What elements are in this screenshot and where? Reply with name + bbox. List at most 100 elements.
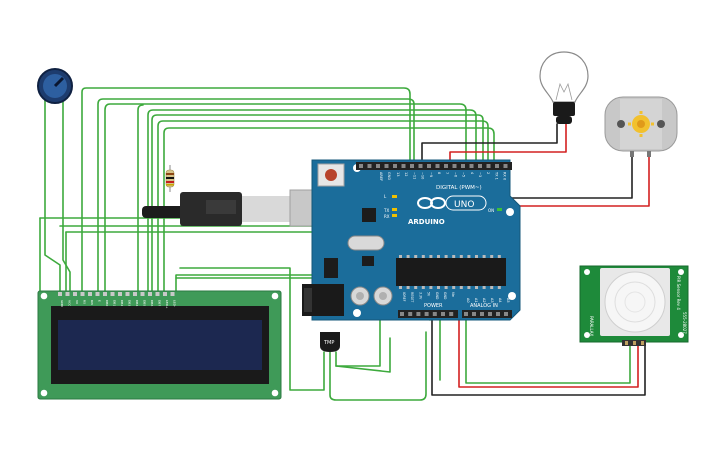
power-pin-hole[interactable]	[432, 312, 437, 316]
digital-pin-hole[interactable]	[367, 164, 372, 168]
lcd-pin[interactable]	[118, 292, 122, 296]
dc-motor[interactable]	[604, 96, 678, 157]
digital-pin-hole[interactable]	[418, 164, 423, 168]
analog-pin-hole[interactable]	[472, 312, 476, 316]
lcd-pin-label: LED+	[165, 300, 169, 309]
analog-pin-hole[interactable]	[504, 312, 508, 316]
wire-pir-out	[465, 299, 631, 384]
power-pin-hole[interactable]	[449, 312, 454, 316]
lcd-pin[interactable]	[88, 292, 92, 296]
digital-pin-hole[interactable]	[469, 164, 474, 168]
digital-pin-hole[interactable]	[486, 164, 491, 168]
power-pin-hole[interactable]	[416, 312, 421, 316]
wire-lcd-db7	[163, 127, 495, 293]
arduino-uno[interactable]: ARDUINO UNO DIGITAL (PWM~) POWER ANALOG …	[302, 159, 521, 321]
digital-pin-hole[interactable]	[384, 164, 389, 168]
wire-lcd-e	[137, 104, 144, 293]
power-pin-hole[interactable]	[424, 312, 429, 316]
light-bulb-icon	[539, 51, 589, 124]
lcd-pin[interactable]	[65, 292, 70, 296]
digital-pin-hole[interactable]	[401, 164, 406, 168]
wire-bulb-black	[421, 123, 558, 163]
lcd-pin[interactable]	[155, 292, 160, 296]
digital-pin-label: 4	[470, 172, 474, 175]
lcd-pin[interactable]	[58, 292, 62, 296]
digital-pin-hole[interactable]	[495, 164, 499, 168]
power-pin-hole[interactable]	[408, 312, 413, 316]
digital-pin-hole[interactable]	[359, 164, 363, 168]
digital-pin-hole[interactable]	[393, 164, 397, 168]
atmega-chip	[396, 258, 506, 286]
digital-pin-hole[interactable]	[376, 164, 380, 168]
lcd-pin[interactable]	[110, 292, 115, 296]
digital-pin-hole[interactable]	[435, 164, 440, 168]
pir-title: PIR Sensor Rev 4	[676, 276, 681, 310]
lcd-pin-label: DB2	[120, 300, 124, 306]
digital-pin-hole[interactable]	[478, 164, 482, 168]
wire-tmp-3	[335, 299, 381, 367]
power-pin-hole[interactable]	[400, 312, 404, 316]
lcd-pin-label: RS	[83, 300, 87, 304]
wire-lcd-vcc	[97, 98, 415, 293]
digital-pin-hole[interactable]	[461, 164, 465, 168]
lcd-pin[interactable]	[95, 292, 100, 296]
wire-lcd-db6	[157, 120, 489, 293]
digital-pin-hole[interactable]	[452, 164, 457, 168]
digital-pin-label: 12	[404, 172, 408, 176]
digital-pin-label: 13	[396, 172, 400, 176]
pir-sensor[interactable]: PIR Sensor Rev 4 555-28027 PARALLAX	[579, 265, 689, 346]
lcd-pin-label: E	[98, 300, 102, 302]
lcd-pin[interactable]	[170, 292, 175, 296]
analog-pin-hole[interactable]	[464, 312, 468, 316]
digital-pin-hole[interactable]	[427, 164, 431, 168]
light-bulb[interactable]	[539, 51, 589, 124]
lcd-pin[interactable]	[80, 292, 85, 296]
digital-pin-label: TX 1	[494, 171, 498, 180]
lcd-pin[interactable]	[133, 292, 137, 296]
digital-pin-label: ~6	[453, 172, 457, 177]
lcd-pin[interactable]	[103, 292, 107, 296]
analog-pin-hole[interactable]	[488, 312, 492, 316]
lcd-pin[interactable]	[163, 292, 167, 296]
analog-pin-hole[interactable]	[496, 312, 500, 316]
analog-header	[462, 310, 512, 318]
digital-pin-label: ~3	[478, 172, 482, 177]
led-l-label: L	[384, 194, 387, 199]
digital-pin-hole[interactable]	[410, 164, 414, 168]
analog-pin-label: A2	[482, 298, 486, 303]
analog-pin-hole[interactable]	[480, 312, 484, 316]
lcd-pin-label: DB3	[128, 300, 132, 306]
arduino-brand: ARDUINO	[408, 218, 445, 226]
potentiometer[interactable]	[37, 68, 73, 104]
digital-pin-hole[interactable]	[503, 164, 508, 168]
analog-pin-label: A4	[498, 298, 502, 303]
power-pin-hole[interactable]	[441, 312, 445, 316]
pin-label-aref: AREF	[379, 172, 383, 181]
power-pin-label: GND	[435, 292, 439, 300]
power-pin-label: 3.3V	[418, 292, 422, 300]
resistor[interactable]	[165, 165, 175, 192]
power-pin-label: RESET	[410, 292, 414, 302]
lcd-pin[interactable]	[148, 292, 152, 296]
lcd-pin[interactable]	[140, 292, 145, 296]
temperature-sensor[interactable]: TMP	[320, 332, 340, 352]
power-pin-label: IOREF	[402, 292, 406, 302]
lcd-pin[interactable]	[125, 292, 130, 296]
pir-model: 555-28027	[682, 312, 687, 334]
wire-bulb-red	[449, 123, 567, 163]
lcd-pin-label: DB7	[158, 300, 162, 306]
power-pin-label: 5V	[427, 292, 431, 297]
lcd-pin[interactable]	[73, 292, 77, 296]
pin-label-gnd: GND	[387, 172, 391, 180]
lcd-pin-label: GND	[60, 300, 64, 308]
digital-pin-label: RX 0	[503, 172, 507, 180]
digital-header	[356, 162, 512, 170]
lcd-pin-label: V0	[75, 300, 79, 304]
digital-pin-label: ~11	[412, 172, 416, 179]
digital-pin-label: ~5	[462, 172, 466, 177]
arduino-model: UNO	[454, 200, 474, 210]
digital-pin-hole[interactable]	[444, 164, 448, 168]
